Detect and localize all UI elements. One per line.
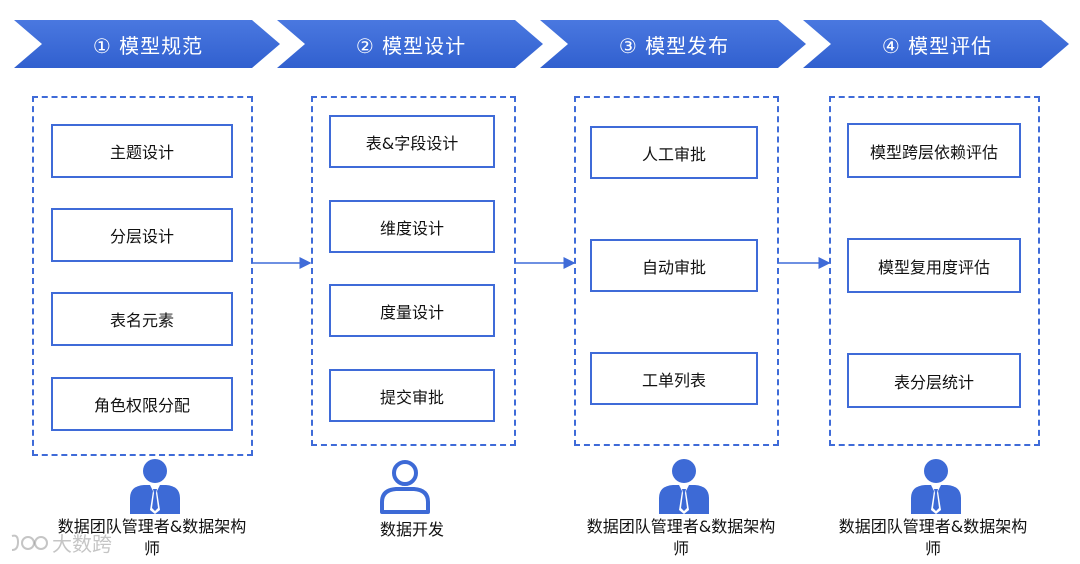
manager-person-icon: [911, 459, 961, 514]
phase-banner-1: [14, 20, 280, 68]
step-box: 角色权限分配: [51, 377, 233, 431]
developer-person-icon: [380, 460, 430, 514]
watermark: 大数跨: [8, 528, 112, 557]
phase-label-1: ① 模型规范: [92, 33, 204, 58]
step-box: 分层设计: [51, 208, 233, 262]
phase-label-4: ④ 模型评估: [881, 33, 993, 58]
phase-group-2: [311, 96, 516, 446]
watermark-logo-icon: [11, 534, 48, 551]
role-label-2: 数据开发: [379, 520, 444, 539]
step-box: 表名元素: [51, 292, 233, 346]
role-label-4: 数据团队管理者&数据架构师: [838, 517, 1028, 558]
step-box: 工单列表: [590, 352, 758, 405]
step-box: 表分层统计: [847, 353, 1021, 408]
phase-label-3: ③ 模型发布: [618, 33, 730, 58]
phase-group-3: [574, 96, 779, 446]
phase-group-1: [32, 96, 253, 456]
step-box: 自动审批: [590, 239, 758, 292]
step-box: 模型跨层依赖评估: [847, 123, 1021, 178]
role-label-3: 数据团队管理者&数据架构师: [586, 517, 776, 558]
manager-person-icon: [130, 459, 180, 514]
step-box: 维度设计: [329, 200, 495, 253]
watermark-text: 大数跨: [52, 532, 112, 556]
step-box: 主题设计: [51, 124, 233, 178]
step-box: 度量设计: [329, 284, 495, 337]
step-box: 模型复用度评估: [847, 238, 1021, 293]
step-box: 提交审批: [329, 369, 495, 422]
phase-banner-4: [803, 20, 1069, 68]
role-label-1: 数据团队管理者&数据架构师: [57, 517, 247, 558]
manager-person-icon: [659, 459, 709, 514]
step-box: 表&字段设计: [329, 115, 495, 168]
phase-banner-2: [277, 20, 543, 68]
step-box: 人工审批: [590, 126, 758, 179]
phase-banner-3: [540, 20, 806, 68]
phase-label-2: ② 模型设计: [355, 33, 467, 58]
phase-group-4: [829, 96, 1040, 446]
